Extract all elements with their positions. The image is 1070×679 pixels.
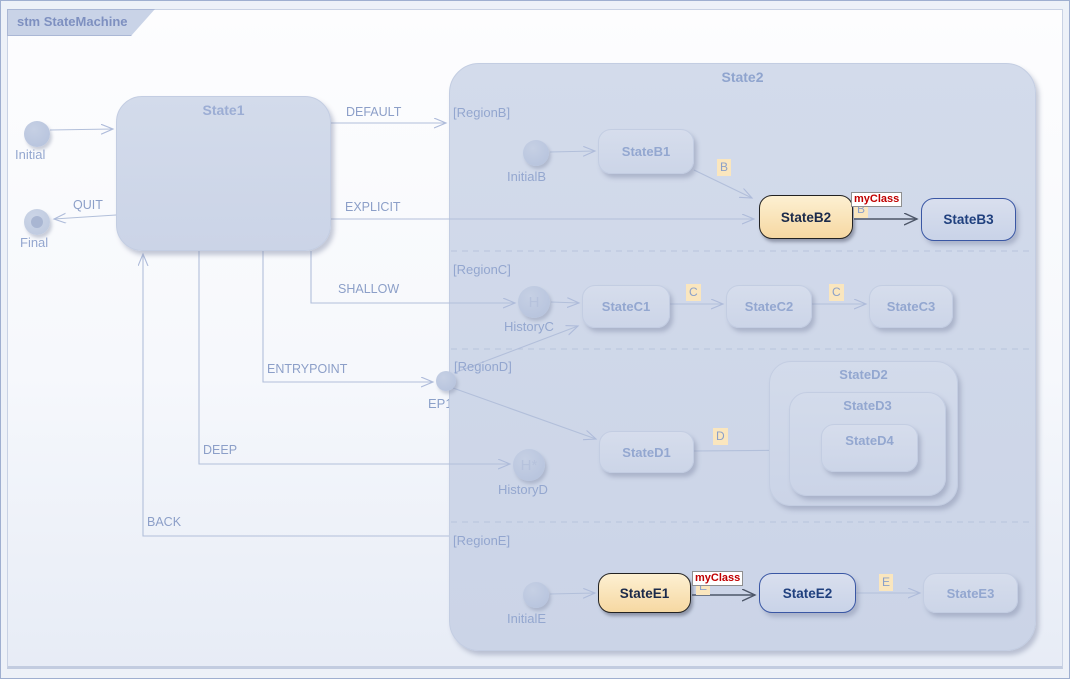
initial-node[interactable] [24, 121, 50, 147]
state-stateC3[interactable]: StateC3 [869, 285, 953, 328]
stateE2-title: StateE2 [782, 585, 833, 601]
state-stateC2[interactable]: StateC2 [726, 285, 812, 328]
state-state2[interactable]: State2 [449, 63, 1036, 651]
stateD1-title: StateD1 [622, 444, 671, 460]
region-label-d: [RegionD] [454, 359, 512, 374]
stateD3-title: StateD3 [843, 398, 892, 413]
state2-title: State2 [721, 69, 764, 85]
historyC-label: HistoryC [504, 319, 554, 334]
state-stateB3[interactable]: StateB3 [921, 198, 1016, 241]
state1-title: State1 [202, 102, 245, 118]
effect-label-myclass-e[interactable]: myClass [692, 571, 744, 586]
entrypoint-ep1-node[interactable] [436, 371, 456, 391]
transition-label-explicit[interactable]: EXPLICIT [345, 200, 401, 214]
diagram-tab-title: stm StateMachine [17, 14, 128, 29]
stateB3-title: StateB3 [943, 212, 994, 227]
stateB2-title: StateB2 [780, 209, 832, 225]
trigger-label-d1[interactable]: D [713, 428, 728, 445]
state-stateB2[interactable]: StateB2 [759, 195, 853, 239]
initialB-node[interactable] [523, 140, 549, 166]
final-label: Final [20, 235, 49, 250]
initialE-label: InitialE [507, 611, 547, 626]
historyD-glyph: H* [520, 456, 538, 474]
state-state1[interactable]: State1 [116, 96, 331, 251]
stateC1-title: StateC1 [601, 299, 651, 314]
region-label-e: [RegionE] [453, 533, 511, 548]
historyD-label: HistoryD [498, 482, 548, 497]
stateE3-title: StateE3 [946, 585, 995, 601]
state-stateB1[interactable]: StateB1 [598, 129, 694, 174]
historyD-node[interactable]: H* [513, 449, 545, 481]
region-label-b: [RegionB] [453, 105, 511, 120]
state-stateD3[interactable]: StateD3 [789, 392, 946, 496]
transition-label-entrypoint[interactable]: ENTRYPOINT [267, 362, 348, 376]
trigger-label-c1[interactable]: C [686, 284, 701, 301]
final-node-dot [31, 216, 43, 228]
initialE-node[interactable] [523, 582, 549, 608]
trigger-label-b1[interactable]: B [717, 159, 732, 176]
transition-label-quit[interactable]: QUIT [73, 198, 103, 212]
ep1-label: EP1 [428, 396, 453, 411]
state-stateC1[interactable]: StateC1 [582, 285, 670, 328]
stateC2-title: StateC2 [744, 299, 794, 314]
effect-label-myclass-b[interactable]: myClass [851, 192, 903, 207]
trigger-label-c2[interactable]: C [829, 284, 844, 301]
state-stateE1[interactable]: StateE1 [598, 573, 691, 613]
state-stateE3[interactable]: StateE3 [923, 573, 1018, 613]
trigger-label-e2[interactable]: E [879, 574, 894, 591]
stateE1-title: StateE1 [619, 585, 670, 601]
transition-label-deep[interactable]: DEEP [203, 443, 238, 457]
transition-label-shallow[interactable]: SHALLOW [338, 282, 400, 296]
initial-label: Initial [15, 147, 46, 162]
initialB-label: InitialB [507, 169, 547, 184]
state-stateD1[interactable]: StateD1 [599, 431, 694, 473]
transition-label-back[interactable]: BACK [147, 515, 182, 529]
diagram-tab: stm StateMachine [7, 9, 155, 36]
transition-label-default[interactable]: DEFAULT [346, 105, 402, 119]
region-label-c: [RegionC] [453, 262, 511, 277]
state-stateE2[interactable]: StateE2 [759, 573, 856, 613]
stateC3-title: StateC3 [886, 299, 936, 314]
historyC-glyph: H [528, 293, 540, 311]
stateB1-title: StateB1 [621, 144, 671, 159]
stateD4-title: StateD4 [845, 433, 894, 448]
state-stateD4[interactable]: StateD4 [821, 424, 918, 472]
stateD2-title: StateD2 [839, 367, 888, 382]
historyC-node[interactable]: H [518, 286, 550, 318]
